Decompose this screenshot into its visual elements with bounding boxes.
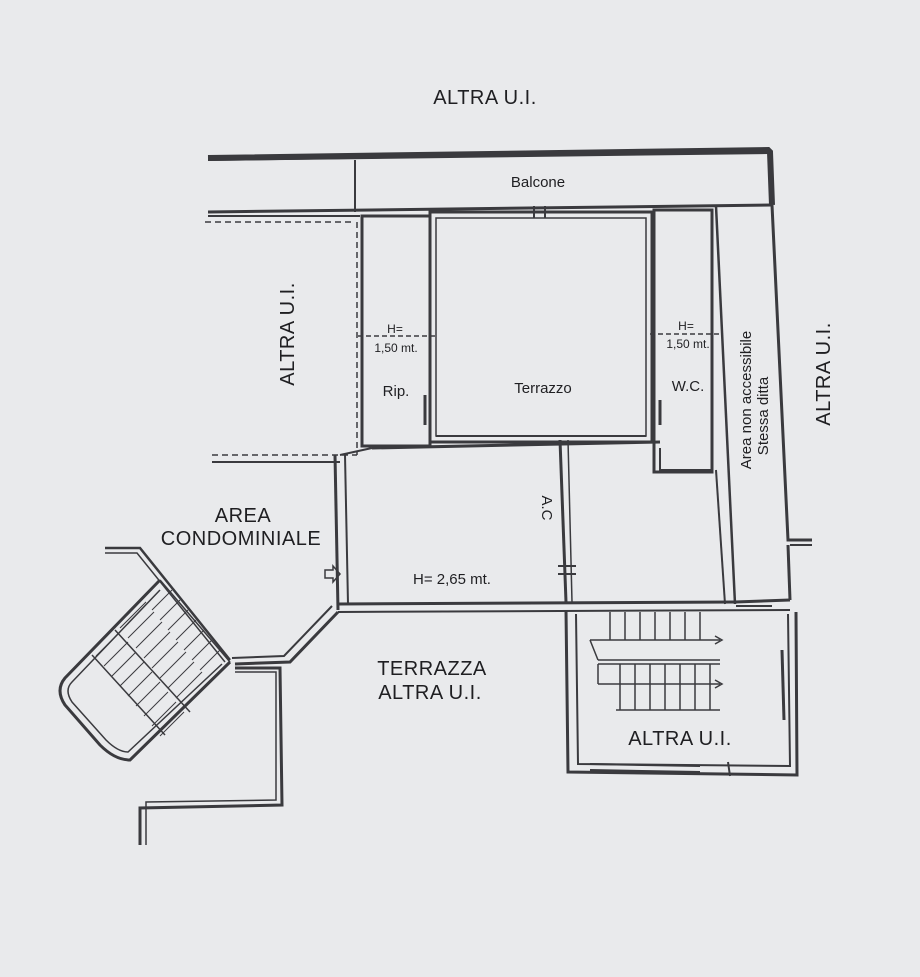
rip-height-value: 1,50 mt. [374,341,417,355]
common-area-label-line2: CONDOMINIALE [161,528,321,550]
other-unit-top-label: ALTRA U.I. [433,87,537,109]
balcone-label: Balcone [511,174,565,191]
ac-label: A.C [538,495,555,520]
terrace-boundary-walls [138,605,340,845]
main-room-height-label: H= 2,65 mt. [413,571,491,588]
terrazzo-label: Terrazzo [514,380,572,397]
wc-room-walls [650,208,720,474]
main-room-walls [333,439,791,613]
bottom-right-unit-walls [564,609,799,777]
stair-flight-left [58,546,232,762]
rip-height-prefix: H= [387,322,403,336]
terrace-label-line1: TERRAZZA [377,658,487,680]
wc-height-prefix: H= [678,319,694,333]
balcony-walls [207,146,775,217]
common-area-label-line1: AREA [215,505,272,527]
wc-height-value: 1,50 mt. [666,337,709,351]
wc-room-label: W.C. [672,378,705,395]
entrance-arrow-icon [324,564,341,584]
inaccessible-area-label-line1: Area non accessibile [738,331,755,469]
other-unit-right-label: ALTRA U.I. [813,322,835,426]
rip-room-label: Rip. [383,383,410,400]
other-unit-left-label: ALTRA U.I. [277,282,299,386]
inaccessible-area-walls [714,204,812,605]
terrace-label-line2: ALTRA U.I. [378,682,482,704]
terrazzo-walls [428,206,654,444]
left-unit-boundary [205,221,358,463]
stair-flight-right [589,612,724,711]
other-unit-bottom-label: ALTRA U.I. [628,728,732,750]
inaccessible-area-label-line2: Stessa ditta [755,376,772,455]
